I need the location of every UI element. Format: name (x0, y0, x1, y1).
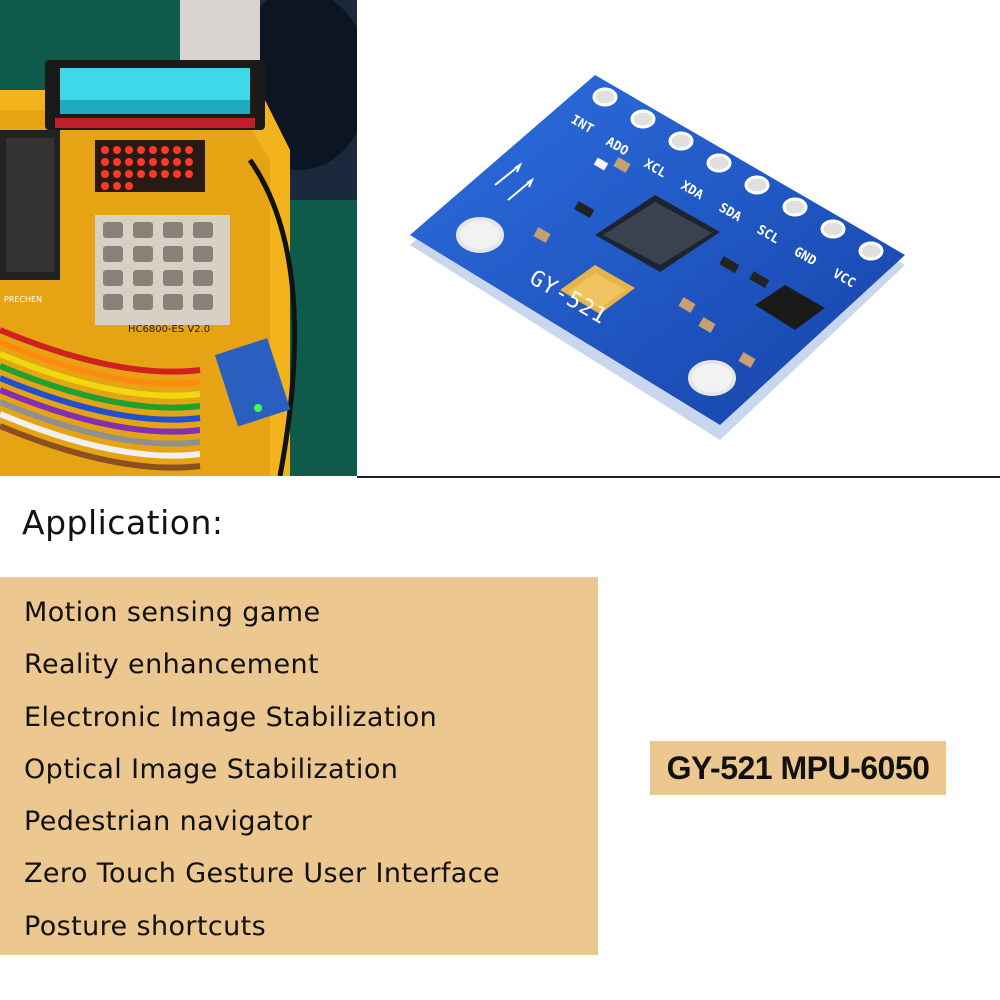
list-item: Pedestrian navigator (24, 806, 313, 838)
pin-header (592, 87, 884, 261)
lcd-brand-text: PRECHEN (4, 295, 42, 304)
board-label-text: HC6800-ES V2.0 (128, 324, 210, 335)
application-list-panel: Motion sensing game Reality enhancement … (0, 577, 598, 955)
application-heading: Application: (22, 503, 224, 542)
led-matrix (101, 146, 193, 190)
list-item: Optical Image Stabilization (24, 753, 399, 785)
gy521-module-illustration: INT ADO XCL XDA SDA SCL GND VCC (410, 75, 905, 440)
product-photo-gy521: INT ADO XCL XDA SDA SCL GND VCC (400, 60, 940, 460)
list-item: Zero Touch Gesture User Interface (24, 858, 500, 890)
list-item: Reality enhancement (24, 649, 320, 681)
product-photo-devboard: PRECHEN HC6800-ES V2.0 (0, 0, 357, 476)
list-item: Motion sensing game (24, 597, 321, 628)
model-badge: GY-521 MPU-6050 (650, 741, 946, 795)
section-divider (357, 476, 1000, 478)
axis-arrows-icon (494, 162, 535, 201)
list-item: Posture shortcuts (24, 910, 267, 942)
devboard-illustration: PRECHEN HC6800-ES V2.0 (0, 0, 357, 476)
application-list: Motion sensing game Reality enhancement … (24, 587, 500, 953)
list-item: Electronic Image Stabilization (24, 701, 438, 733)
